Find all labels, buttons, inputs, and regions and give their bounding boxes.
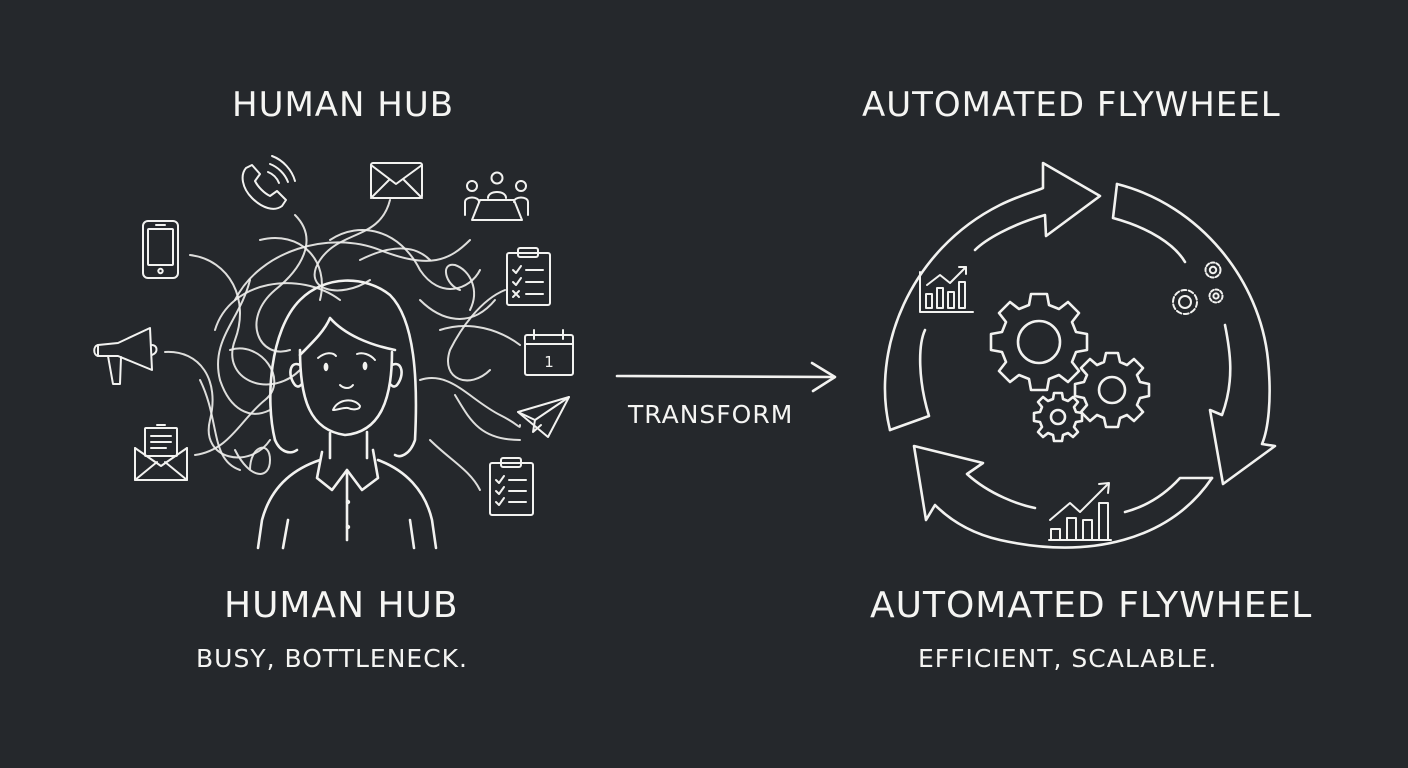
left-caption-title: Human Hub [224, 585, 459, 626]
checklist-icon [489, 457, 534, 516]
calendar-icon: 1 [524, 329, 574, 376]
left-caption-subtitle: Busy, bottleneck. [196, 644, 468, 673]
checklist-icon [506, 247, 551, 306]
meeting-icon [464, 171, 529, 221]
small-gears-icon [1172, 261, 1224, 315]
envelope-icon [370, 162, 423, 199]
tangled-lines [164, 199, 521, 491]
open-mail-icon [134, 424, 188, 481]
megaphone-icon [93, 327, 158, 385]
smartphone-icon [142, 220, 179, 279]
svg-text:1: 1 [544, 353, 554, 371]
left-title: Human Hub [232, 85, 455, 125]
right-caption-subtitle: Efficient, scalable. [918, 644, 1218, 673]
growth-chart-icon [1048, 482, 1112, 541]
transform-label: Transform [628, 400, 794, 429]
right-title: Automated Flywheel [862, 85, 1281, 125]
right-caption-title: Automated Flywheel [870, 585, 1313, 626]
bar-chart-icon [919, 266, 974, 313]
transform-arrow [615, 361, 837, 393]
gears-icon [989, 292, 1151, 443]
phone-call-icon [241, 155, 296, 210]
paper-plane-icon [517, 396, 570, 438]
flywheel-cycle [883, 161, 1277, 549]
stressed-person-figure [256, 279, 438, 550]
